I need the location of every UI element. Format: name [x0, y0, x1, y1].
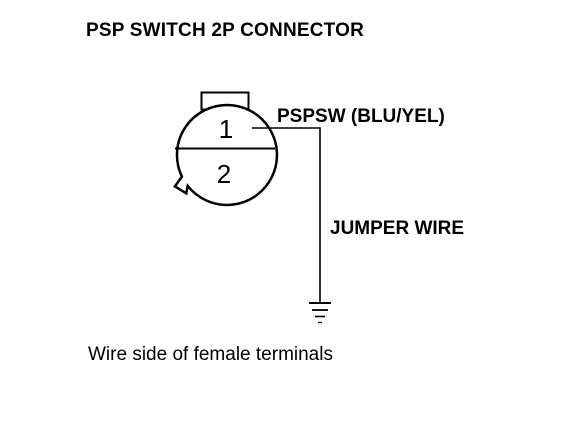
diagram-title: PSP SWITCH 2P CONNECTOR	[86, 20, 365, 41]
pin-2-label: 2	[217, 159, 231, 189]
connector-body	[173, 103, 279, 207]
ground-icon	[309, 302, 331, 324]
diagram-caption: Wire side of female terminals	[88, 344, 333, 365]
jumper-wire	[252, 127, 321, 302]
wire-label: PSPSW (BLU/YEL)	[277, 106, 445, 127]
jumper-wire-label: JUMPER WIRE	[330, 218, 464, 239]
pin-1-label: 1	[219, 114, 233, 144]
